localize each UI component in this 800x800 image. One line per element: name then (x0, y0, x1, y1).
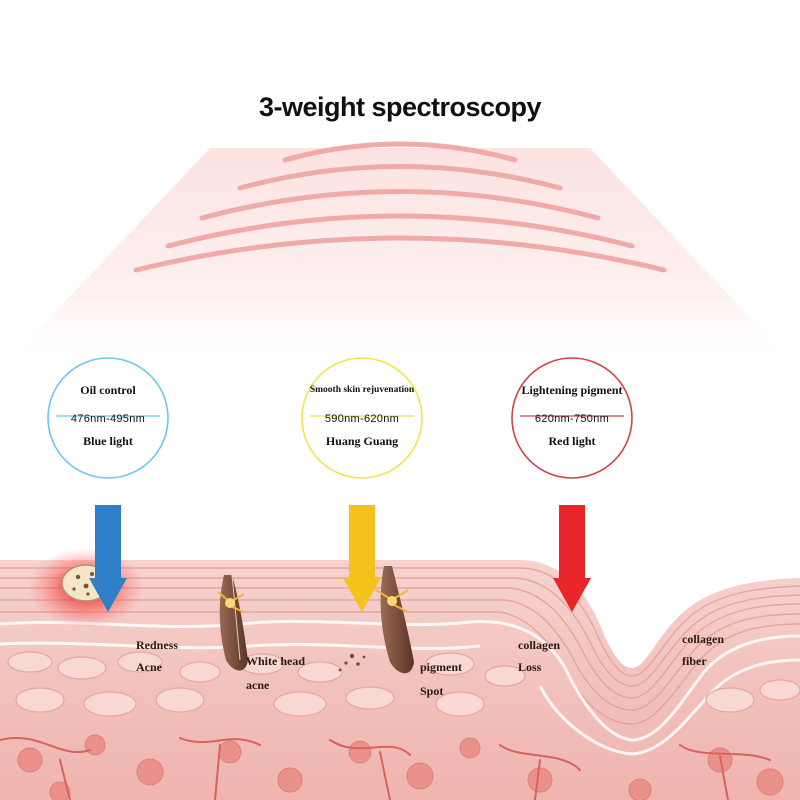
red-light-name: Red light (548, 434, 596, 448)
label-collagen-fiber-2: fiber (682, 654, 707, 668)
red-light-effect: Lightening pigment (521, 383, 623, 397)
blue-light-effect: Oil control (80, 383, 136, 397)
skin-cross-section (0, 560, 800, 800)
yellow-light-name: Huang Guang (325, 434, 399, 448)
label-white-head: White head (246, 654, 306, 668)
skin-cells (7, 651, 800, 717)
yellow-light-ring (301, 357, 423, 479)
yellow-light-arrow (343, 505, 381, 612)
light-waves (133, 141, 667, 273)
hair-follicle-1 (217, 573, 248, 671)
label-acne: Acne (136, 660, 162, 674)
yellow-light-range: 590nm-620nm (324, 413, 400, 425)
label-spot: Spot (420, 684, 444, 698)
label-collagen-loss-1: collagen (518, 638, 560, 652)
page-title: 3-weight spectroscopy (258, 92, 542, 122)
light-beam (10, 148, 790, 360)
red-light-ring (511, 357, 633, 479)
label-white-head-acne: acne (246, 678, 270, 692)
red-light-range: 620nm-750nm (534, 413, 610, 425)
hair-follicle-2 (375, 566, 414, 674)
pigment-dots (338, 653, 366, 672)
yellow-light-effect: Smooth skin rejuvenation (309, 385, 415, 395)
blue-light-ring (47, 357, 169, 479)
capillaries (0, 737, 771, 800)
label-pigment: pigment (420, 660, 462, 674)
label-redness: Redness (136, 638, 179, 652)
blue-light-name: Blue light (83, 434, 133, 448)
blue-light-range: 476nm-495nm (70, 413, 146, 425)
label-collagen-fiber-1: collagen (682, 632, 724, 646)
red-light-arrow (553, 505, 591, 612)
blue-light-arrow (89, 505, 127, 612)
label-collagen-loss-2: Loss (518, 660, 542, 674)
